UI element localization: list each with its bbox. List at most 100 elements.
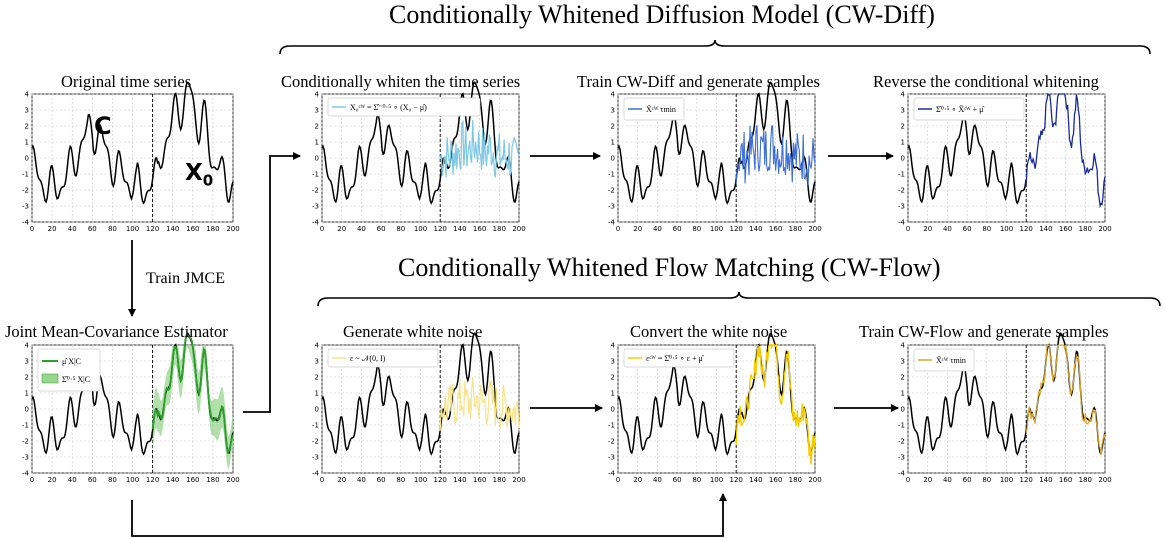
convert-y-tick: -1 <box>608 422 615 430</box>
convert-series-history <box>617 332 816 456</box>
traindiff-y-tick: 1 <box>611 139 615 147</box>
whiten-y-tick: 0 <box>315 155 319 163</box>
convert-y-tick: 1 <box>611 390 615 398</box>
noise-x-tick: 160 <box>473 476 486 484</box>
noise-legend <box>327 348 439 368</box>
train-diff-title: Train CW-Diff and generate samples <box>577 72 820 91</box>
noise-series-history <box>321 332 520 456</box>
original-y-tick: -2 <box>22 187 29 195</box>
traindiff-y-tick: -2 <box>608 187 615 195</box>
noise-x-tick: 60 <box>377 476 386 484</box>
traindiff-y-tick: 2 <box>611 123 615 131</box>
jmce-y-tick: -2 <box>22 438 29 446</box>
convert-legend-text: εᶜᵂ = Σ̂⁰·⁵ ∘ ε + μ̂ <box>646 354 705 363</box>
target-label-main: X <box>185 160 203 186</box>
convert-x-tick: 60 <box>673 476 682 484</box>
noise-series <box>439 376 520 431</box>
reverse-y-tick: 3 <box>901 107 905 115</box>
jmce-y-tick: 1 <box>25 390 29 398</box>
traindiff-y-tick: 3 <box>611 107 615 115</box>
trainflow-x-tick: 100 <box>1000 476 1013 484</box>
jmce-y-tick: 2 <box>25 374 29 382</box>
convert-x-tick: 160 <box>769 476 782 484</box>
traindiff-y-tick: -4 <box>608 219 616 227</box>
traindiff-x-tick: 0 <box>616 225 620 233</box>
traindiff-y-tick: 0 <box>611 155 615 163</box>
jmce-covariance-band <box>152 345 233 469</box>
noise-y-tick: -2 <box>312 438 319 446</box>
trainflow-x-tick: 80 <box>982 476 991 484</box>
trainflow-x-tick: 120 <box>1020 476 1033 484</box>
convert-series <box>735 343 816 465</box>
whiten-x-tick: 120 <box>434 225 447 233</box>
whiten-y-tick: 2 <box>315 123 319 131</box>
whiten-legend-text: X₀ᶜᵂ = Σ̂⁻⁰·⁵ ∘ (X₀ − μ̂) <box>350 103 427 112</box>
whiten-y-tick: -1 <box>312 171 319 179</box>
reverse-x-tick: 100 <box>1000 225 1013 233</box>
whiten-y-tick: 3 <box>315 107 319 115</box>
trainflow-legend-text: X̄ᶜᵂ τmin <box>936 356 966 365</box>
original-x-tick: 60 <box>88 225 97 233</box>
jmce-y-tick: -3 <box>22 454 29 462</box>
jmce-y-tick: 4 <box>25 342 30 350</box>
whiten-y-tick: -3 <box>312 203 319 211</box>
jmce-x-tick: 20 <box>48 476 57 484</box>
noise-x-tick: 140 <box>453 476 466 484</box>
whiten-x-tick: 40 <box>357 225 366 233</box>
cw-flow-brace <box>317 291 1161 307</box>
jmce-x-tick: 60 <box>88 476 97 484</box>
traindiff-x-tick: 80 <box>692 225 701 233</box>
jmce-x-tick: 120 <box>146 476 159 484</box>
original-y-tick: -3 <box>22 203 29 211</box>
traindiff-y-tick: -1 <box>608 171 615 179</box>
whiten-x-tick: 20 <box>337 225 346 233</box>
original-y-tick: -1 <box>22 171 29 179</box>
noise-legend-text: ε ~ 𝒩(0, I) <box>350 354 386 363</box>
original-x-tick: 160 <box>186 225 199 233</box>
trainflow-x-tick: 160 <box>1059 476 1072 484</box>
trainflow-x-tick: 60 <box>963 476 972 484</box>
whiten-series-history <box>321 81 520 205</box>
original-y-tick: 1 <box>25 139 29 147</box>
original-x-tick: 120 <box>146 225 159 233</box>
reverse-y-tick: 0 <box>901 155 905 163</box>
trainflow-y-tick: -2 <box>898 438 905 446</box>
reverse-x-tick: 140 <box>1039 225 1052 233</box>
reverse-x-tick: 60 <box>963 225 972 233</box>
traindiff-x-tick: 100 <box>710 225 723 233</box>
reverse-x-tick: 120 <box>1020 225 1033 233</box>
reverse-series-sample <box>1025 92 1106 209</box>
jmce-x-tick: 40 <box>68 476 77 484</box>
noise-x-tick: 180 <box>493 476 506 484</box>
noise-y-tick: 4 <box>315 342 320 350</box>
jmce-x-tick: 80 <box>108 476 117 484</box>
traindiff-x-tick: 160 <box>769 225 782 233</box>
convert-title: Convert the white noise <box>630 322 788 341</box>
reverse-legend <box>913 97 1025 121</box>
traindiff-x-tick: 60 <box>673 225 682 233</box>
traindiff-y-tick: 4 <box>611 91 616 99</box>
trainflow-y-tick: 4 <box>901 342 906 350</box>
trainflow-series <box>1025 344 1106 456</box>
cw-diff-brace <box>279 39 1151 55</box>
jmce-x-tick: 100 <box>126 476 139 484</box>
jmce-y-tick: 3 <box>25 358 29 366</box>
noise-y-tick: 3 <box>315 358 319 366</box>
trainflow-y-tick: 1 <box>901 390 905 398</box>
original-x-tick: 0 <box>30 225 34 233</box>
convert-y-tick: -3 <box>608 454 615 462</box>
whiten-x-tick: 140 <box>453 225 466 233</box>
trainflow-x-tick: 180 <box>1079 476 1092 484</box>
jmce-y-tick: -1 <box>22 422 29 430</box>
whiten-series-noise <box>439 119 520 178</box>
trainflow-y-tick: -3 <box>898 454 905 462</box>
jmce-x-tick: 180 <box>206 476 219 484</box>
trainflow-y-tick: -4 <box>898 470 906 478</box>
reverse-y-tick: -1 <box>898 171 905 179</box>
original-x-tick: 80 <box>108 225 117 233</box>
reverse-legend-text: Σ̂⁰·⁵ ∘ X̄ᶜᵂ + μ̂ <box>936 105 985 114</box>
convert-x-tick: 120 <box>730 476 743 484</box>
